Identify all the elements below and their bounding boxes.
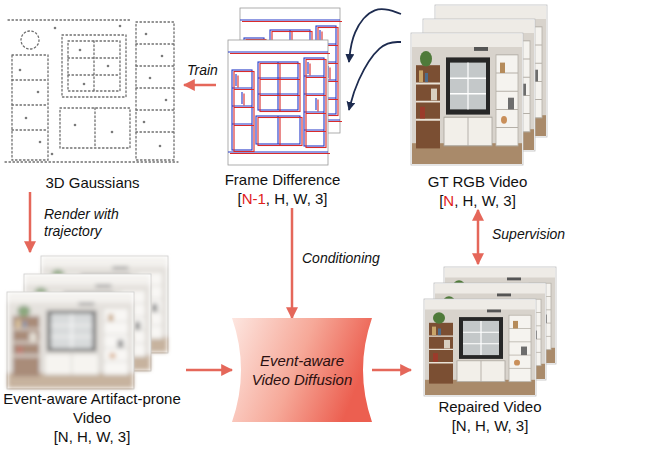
image-space <box>1 5 184 173</box>
node-label: Event-aware Artifact-prone Video <box>0 389 186 427</box>
dims: , H, W, 3] <box>454 192 516 209</box>
bracket: [ <box>439 192 443 209</box>
frame-difference-stack <box>228 8 342 165</box>
hourglass-outline <box>232 318 372 422</box>
edge-label: Train <box>185 62 220 79</box>
shape-label: [N, H, W, 3] <box>401 191 554 210</box>
gt-video-stack <box>411 5 547 165</box>
image-space <box>216 2 349 170</box>
edge-label: Conditioning <box>300 250 382 267</box>
difference-arrow <box>349 42 401 110</box>
image-space <box>411 264 569 397</box>
node-label: Frame Difference <box>216 170 349 189</box>
image-space <box>401 2 554 172</box>
shape-label: [N-1, H, W, 3] <box>216 189 349 208</box>
bracket: [ <box>237 190 241 207</box>
highlight: N-1 <box>242 190 266 207</box>
shape-label: [N, H, W, 3] <box>411 416 569 435</box>
dims: , H, W, 3] <box>266 190 328 207</box>
illustration-panel: 3D Gaussians <box>1 5 184 192</box>
edge-label: Render with trajectory <box>42 206 138 240</box>
node-label: Repaired Video <box>411 397 569 416</box>
flow-arrow <box>184 84 216 87</box>
hourglass-shape <box>232 318 372 422</box>
node-label: GT RGB Video <box>401 172 554 191</box>
node-label: Event-aware Video Diffusion <box>244 351 360 389</box>
edge-label: Supervision <box>490 226 567 243</box>
flow-arrow <box>477 210 480 264</box>
flow-arrow <box>291 208 294 318</box>
model-block: Event-aware Video Diffusion <box>232 318 372 422</box>
flow-arrow <box>186 369 232 372</box>
point-cloud <box>5 20 178 162</box>
flow-arrow <box>372 369 411 372</box>
image-space <box>0 252 186 389</box>
flow-arrow <box>29 192 32 252</box>
shape-label: [N, H, W, 3] <box>0 427 186 446</box>
node-label: 3D Gaussians <box>1 173 184 192</box>
image-stack: GT RGB Video[N, H, W, 3] <box>401 2 554 210</box>
highlight: N <box>443 192 454 209</box>
rendered-video-stack <box>7 256 168 389</box>
image-stack: Event-aware Artifact-prone Video[N, H, W… <box>0 252 186 446</box>
repaired-video-stack <box>424 267 556 396</box>
image-stack: Repaired Video[N, H, W, 3] <box>411 264 569 435</box>
image-stack: Frame Difference[N-1, H, W, 3] <box>216 2 349 208</box>
